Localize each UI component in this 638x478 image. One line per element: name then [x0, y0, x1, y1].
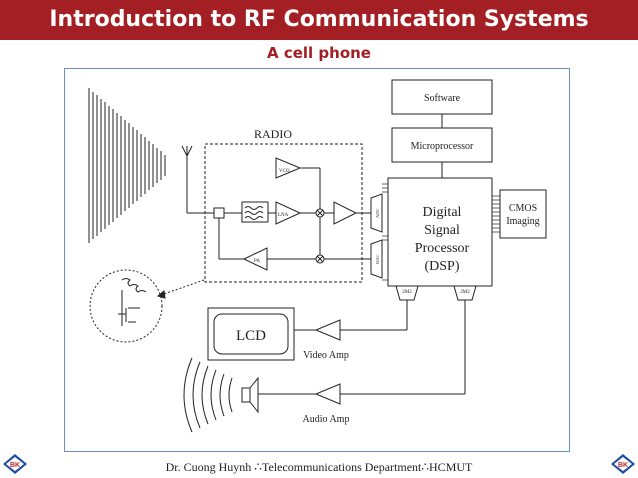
cmos-label-line2: Imaging — [506, 216, 539, 227]
dsp-label-line1: Digital — [423, 205, 462, 220]
diagram-frame — [64, 68, 570, 452]
dsp-label-line2: Signal — [424, 223, 460, 238]
dmz-left-block — [395, 285, 419, 301]
vco-label: VCO — [279, 169, 290, 174]
video-amp-label: Video Amp — [303, 350, 349, 361]
radio-label: RADIO — [254, 127, 292, 141]
cmos-imaging-block — [499, 189, 547, 239]
vco-block — [275, 157, 302, 179]
dsp-label-line3: Processor — [415, 241, 470, 256]
logo-left-text: BK — [10, 462, 20, 469]
dsp-label-line4: (DSP) — [424, 259, 459, 274]
video-amp — [314, 319, 341, 341]
university-logo-right: BK — [611, 454, 635, 474]
zoom-circle — [89, 269, 163, 343]
filter-block — [241, 201, 269, 223]
if-amp — [333, 201, 358, 225]
microprocessor-label: Microprocessor — [411, 141, 474, 152]
adc-block — [370, 193, 383, 233]
software-label: Software — [424, 93, 461, 104]
antenna-icon — [181, 145, 214, 214]
cell-phone-block-diagram: RADIO VCO LNA PA ADC DAC Software Microp… — [88, 79, 547, 433]
dmz-right-block — [453, 285, 477, 301]
lna-label: LNA — [278, 213, 289, 218]
slide-subtitle: A cell phone — [267, 44, 371, 62]
dac-label: DAC — [375, 254, 380, 264]
slide-title: Introduction to RF Communication Systems — [0, 0, 638, 40]
radio-waves — [88, 88, 166, 243]
lcd-label: LCD — [236, 328, 266, 344]
adc-label: ADC — [375, 208, 380, 218]
audio-amp — [314, 383, 341, 405]
audio-amp-label: Audio Amp — [303, 414, 350, 425]
logo-right-text: BK — [618, 462, 628, 469]
university-logo-left: BK — [3, 454, 27, 474]
dmz-right-label: 2M2 — [460, 290, 470, 295]
speaker-icon — [183, 357, 259, 433]
duplexer — [213, 207, 225, 219]
dac-block — [370, 239, 383, 279]
dmz-left-label: 2M2 — [402, 290, 412, 295]
lcd-display — [207, 307, 295, 361]
footer-text: Dr. Cuong Huynh ∴Telecommunications Depa… — [165, 460, 473, 474]
pa-amp — [242, 247, 268, 271]
cmos-label-line1: CMOS — [509, 203, 537, 214]
pa-label: PA — [254, 259, 260, 264]
